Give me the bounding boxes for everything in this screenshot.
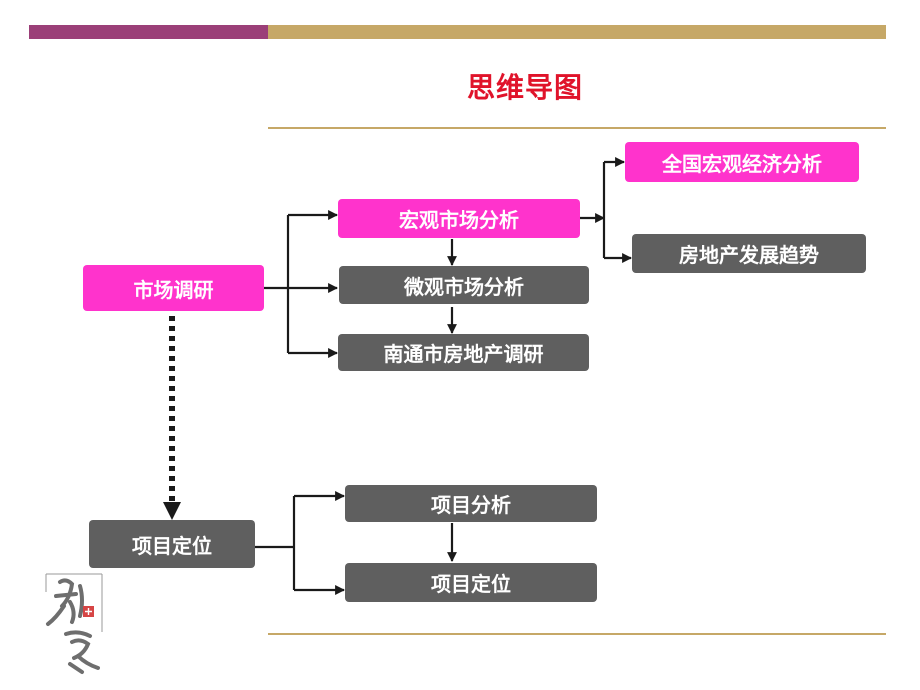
node-macro-market-analysis[interactable]: 宏观市场分析 [338,199,580,238]
header-bar-gold [268,25,886,39]
node-nantong-real-estate-research[interactable]: 南通市房地产调研 [338,334,589,371]
page-title: 思维导图 [466,71,583,104]
node-micro-market-analysis[interactable]: 微观市场分析 [339,266,589,304]
calligraphy-seal-logo [45,573,103,674]
top-divider [268,127,886,129]
node-project-positioning-sub[interactable]: 项目定位 [345,563,597,602]
node-project-positioning[interactable]: 项目定位 [89,520,255,568]
bottom-divider [268,633,886,635]
node-market-research[interactable]: 市场调研 [83,265,264,311]
node-project-analysis[interactable]: 项目分析 [345,485,597,522]
node-real-estate-trend[interactable]: 房地产发展趋势 [632,234,866,273]
node-national-macro-economy[interactable]: 全国宏观经济分析 [625,142,859,182]
header-bar-plum [29,25,268,39]
